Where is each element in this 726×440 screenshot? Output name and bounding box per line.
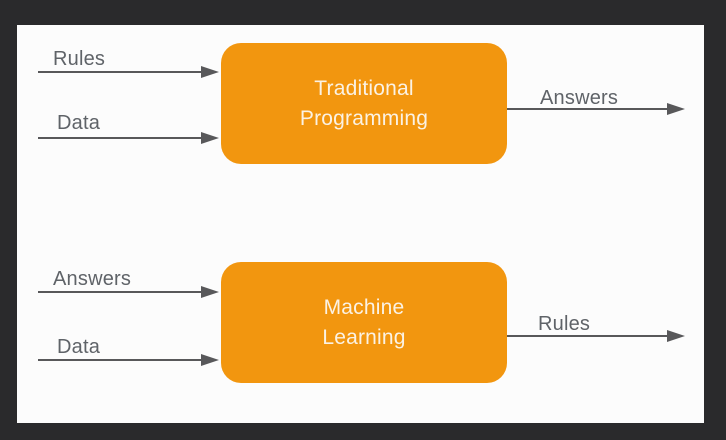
arrow-line bbox=[38, 358, 206, 362]
input-label-rules: Rules bbox=[53, 48, 106, 70]
arrow-line bbox=[507, 107, 672, 111]
input-label-data-bottom: Data bbox=[57, 336, 101, 358]
arrow-line bbox=[38, 290, 206, 294]
process-box-label-line: Programming bbox=[299, 106, 429, 130]
input-arrow-answers-icon bbox=[38, 286, 219, 298]
process-box-machine-learning: Machine Learning bbox=[221, 262, 507, 383]
slide-canvas: Rules Data Traditional Programming Answe… bbox=[17, 25, 704, 423]
output-arrow-answers-icon bbox=[507, 103, 685, 115]
arrowhead-icon bbox=[201, 354, 219, 366]
arrowhead-icon bbox=[201, 286, 219, 298]
output-label-rules: Rules bbox=[538, 313, 591, 335]
process-box-traditional-programming: Traditional Programming bbox=[221, 43, 507, 164]
arrow-line bbox=[507, 334, 672, 338]
arrowhead-icon bbox=[667, 330, 685, 342]
output-arrow-rules-icon bbox=[507, 330, 685, 342]
arrowhead-icon bbox=[201, 66, 219, 78]
input-arrow-rules-icon bbox=[38, 66, 219, 78]
output-label-answers: Answers bbox=[540, 87, 619, 109]
process-box-label-line: Learning bbox=[322, 325, 406, 349]
input-arrow-data-bottom-icon bbox=[38, 354, 219, 366]
arrow-line bbox=[38, 70, 206, 74]
process-box-label-line: Machine bbox=[323, 295, 405, 319]
input-arrow-data-top-icon bbox=[38, 132, 219, 144]
process-box-label-line: Traditional bbox=[314, 76, 414, 100]
arrowhead-icon bbox=[667, 103, 685, 115]
input-label-answers: Answers bbox=[53, 268, 132, 290]
input-label-data-top: Data bbox=[57, 112, 101, 134]
arrowhead-icon bbox=[201, 132, 219, 144]
arrow-line bbox=[38, 136, 206, 140]
